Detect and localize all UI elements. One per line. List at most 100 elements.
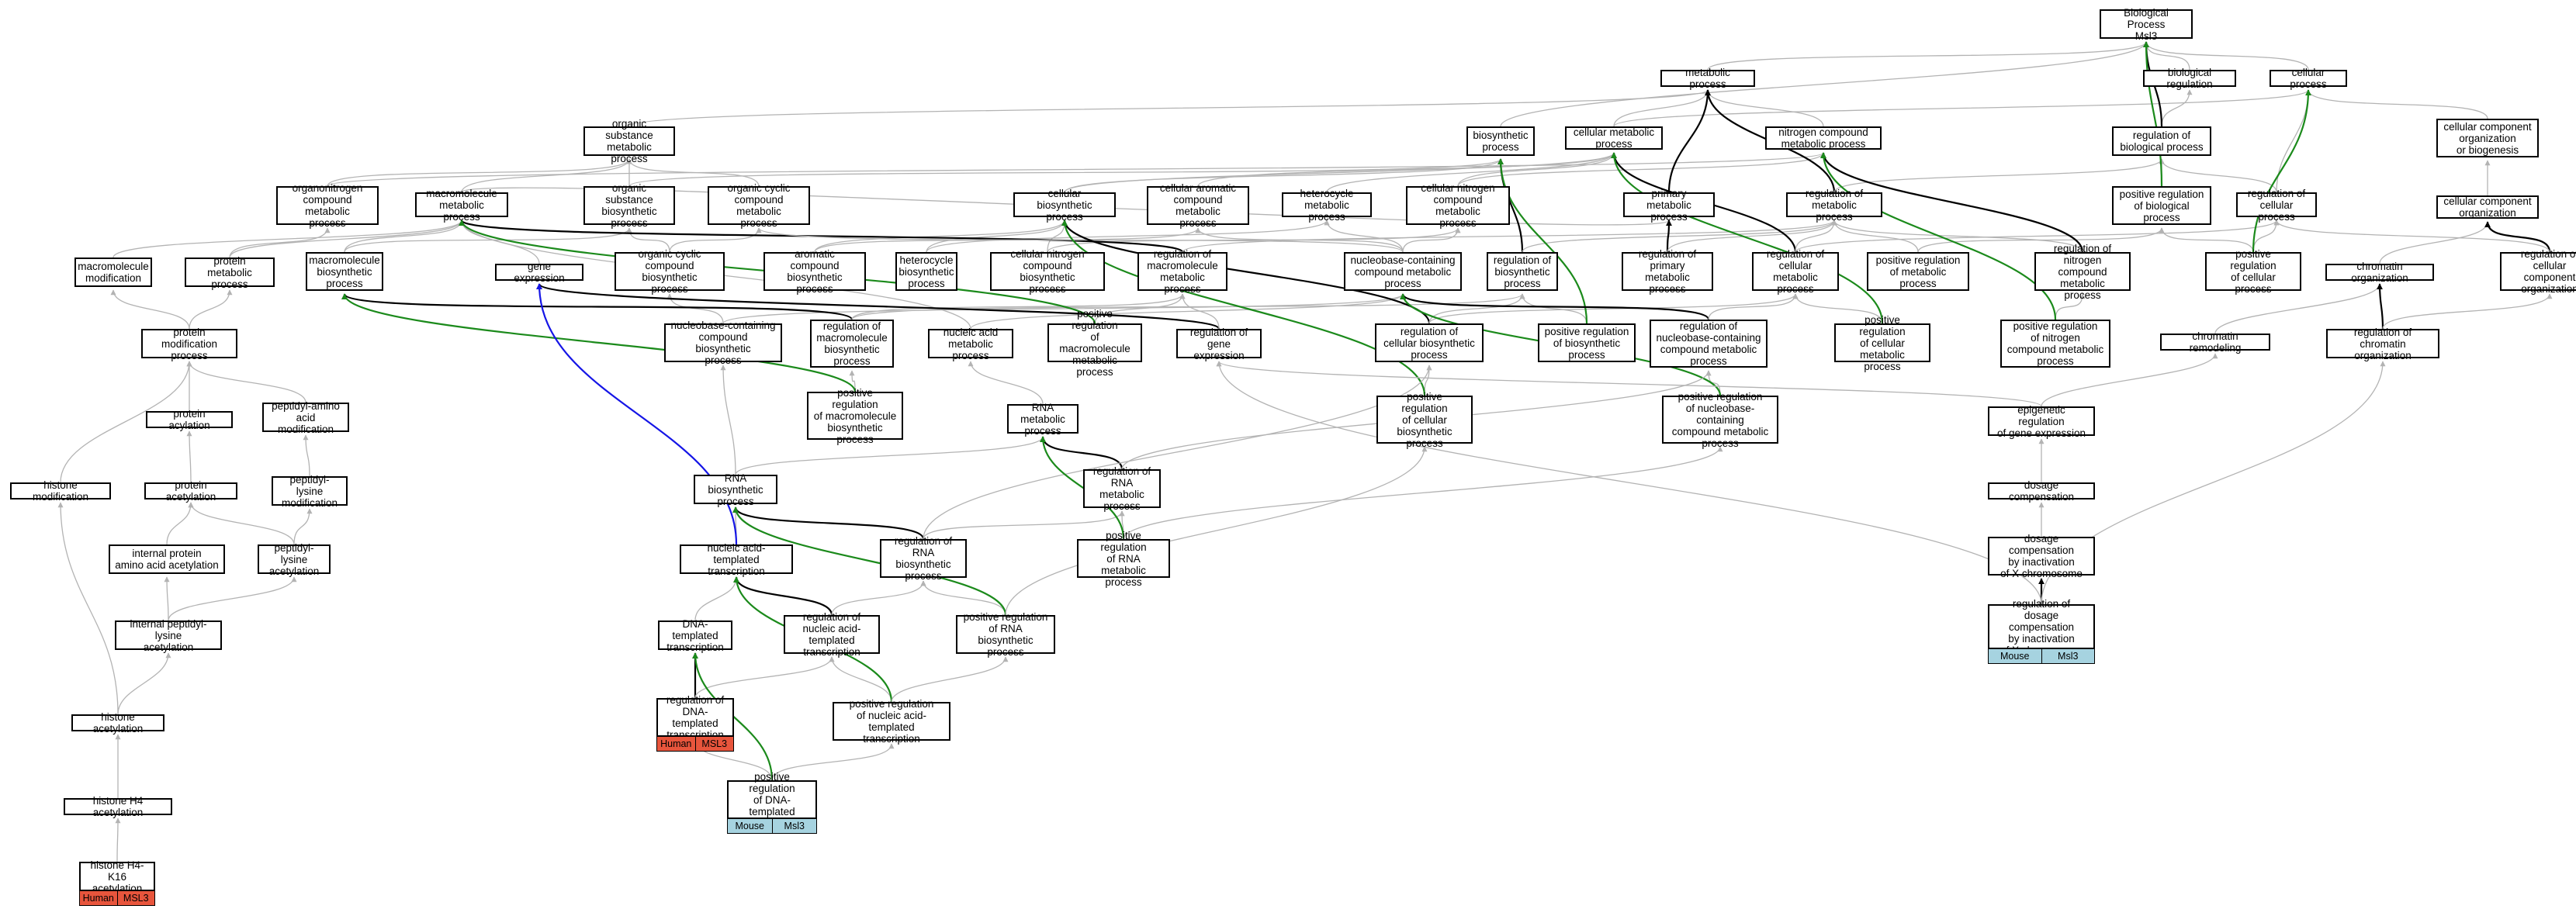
node-chromatin-remodeling[interactable]: chromatin remodeling [2160, 330, 2270, 354]
node-pos-reg-metabolic[interactable]: positive regulation of metabolic process [1867, 252, 1969, 291]
node-peptidyl-lysine-modification[interactable]: peptidyl-lysine modification [272, 474, 348, 509]
node-pos-reg-nitrogen-metabolic[interactable]: positive regulation of nitrogen compound… [2000, 320, 2110, 368]
edge-reg-nucleic-acid-templated-to-nucleic-acid-templated-transcription [733, 576, 833, 616]
node-organic-cyclic-biosynthetic[interactable]: organic cyclic compound biosynthetic pro… [615, 248, 725, 295]
node-reg-nucleobase-metabolic[interactable]: regulation of nucleobase-containing comp… [1650, 320, 1768, 368]
annotation-gene: Msl3 [771, 819, 817, 833]
node-internal-peptidyl-lysine-acetylation[interactable]: internal peptidyl-lysine acetylation [115, 618, 222, 653]
node-pos-reg-cellular[interactable]: positive regulation of cellular process [2205, 248, 2301, 295]
edge-reg-cellular-metabolic-to-regulation-of-cellular-process [1795, 219, 2280, 253]
node-reg-rna-biosynthetic[interactable]: regulation of RNA biosynthetic process [880, 535, 967, 582]
edge-pos-reg-nucleic-acid-templated-to-reg-nucleic-acid-templated [829, 656, 892, 703]
node-reg-chromatin-organization[interactable]: regulation of chromatin organization [2326, 327, 2439, 361]
node-protein-acetylation[interactable]: protein acetylation [144, 479, 237, 503]
node-reg-gene-expression[interactable]: regulation of gene expression [1176, 327, 1262, 361]
node-reg-cellular-biosynthetic[interactable]: regulation of cellular biosynthetic proc… [1375, 323, 1484, 362]
node-nucleic-acid-templated-transcription[interactable]: nucleic acid-templated transcription [680, 542, 793, 577]
node-reg-nucleic-acid-templated[interactable]: regulation of nucleic acid-templated tra… [784, 611, 880, 658]
node-chromatin-organization[interactable]: chromatin organization [2325, 261, 2434, 284]
node-regulation-of-biological[interactable]: regulation of biological process [2112, 126, 2211, 156]
edge-reg-cellular-biosynthetic-to-reg-biosynthetic [1428, 293, 1525, 324]
node-protein-acylation[interactable]: protein acylation [146, 408, 233, 431]
node-organic-substance-biosynthetic[interactable]: organic substance biosynthetic process [583, 182, 675, 229]
edge-macromolecule-biosynthetic-to-organic-substance-biosynthetic [344, 227, 632, 253]
node-regulation-of-cellular-process[interactable]: regulation of cellular process [2236, 188, 2317, 223]
node-nucleobase-biosynthetic[interactable]: nucleobase-containing compound biosynthe… [664, 320, 782, 366]
node-cellular-biosynthetic[interactable]: cellular biosynthetic process [1013, 188, 1116, 223]
node-cellular-aromatic[interactable]: cellular aromatic compound metabolic pro… [1147, 182, 1249, 229]
node-nucleobase-metabolic[interactable]: nucleobase-containing compound metabolic… [1344, 252, 1462, 291]
node-dna-templated-transcription[interactable]: DNA-templated transcription [658, 618, 732, 653]
node-regulation-of-metabolic[interactable]: regulation of metabolic process [1786, 188, 1882, 223]
node-reg-macromolecule-metabolic[interactable]: regulation of macromolecule metabolic pr… [1137, 248, 1227, 295]
node-reg-rna-metabolic[interactable]: regulation of RNA metabolic process [1083, 465, 1161, 512]
node-histone-h4k16-acetylation[interactable]: histone H4-K16 acetylation [79, 859, 155, 894]
edge-cellular-nitrogen-biosynthetic-to-cellular-biosynthetic [1047, 219, 1068, 253]
node-organonitrogen[interactable]: organonitrogen compound metabolic proces… [276, 182, 379, 229]
node-organic-cyclic-metabolic[interactable]: organic cyclic compound metabolic proces… [708, 182, 810, 229]
node-metabolic-process[interactable]: metabolic process [1660, 67, 1755, 90]
node-primary-metabolic[interactable]: primary metabolic process [1623, 188, 1715, 223]
node-rna-biosynthetic[interactable]: RNA biosynthetic process [694, 472, 777, 507]
node-reg-dosage-compensation[interactable]: regulation of dosage compensation by ina… [1988, 598, 2095, 656]
node-cc-organization[interactable]: cellular component organization [2436, 195, 2539, 219]
node-pos-reg-nucleobase-metabolic[interactable]: positive regulation of nucleobase-contai… [1662, 391, 1778, 449]
node-reg-primary-metabolic[interactable]: regulation of primary metabolic process [1622, 248, 1713, 295]
node-gene-expression[interactable]: gene expression [495, 261, 583, 284]
annotation-species: Mouse [2000, 651, 2030, 662]
node-cellular-metabolic[interactable]: cellular metabolic process [1565, 126, 1663, 150]
node-reg-cc-organization[interactable]: regulation of cellular component organiz… [2500, 248, 2576, 295]
node-biosynthetic[interactable]: biosynthetic process [1466, 126, 1535, 156]
edge-cc-org-or-biogenesis-to-cellular-process [2305, 89, 2488, 119]
node-heterocycle-metabolic[interactable]: heterocycle metabolic process [1282, 188, 1372, 223]
node-cc-org-or-biogenesis[interactable]: cellular component organization or bioge… [2436, 119, 2539, 157]
node-reg-biosynthetic[interactable]: regulation of biosynthetic process [1487, 252, 1558, 291]
node-pos-reg-macromolecule-biosynthetic[interactable]: positive regulation of macromolecule bio… [807, 387, 903, 445]
edge-cellular-process-to-bp [2143, 41, 2309, 71]
node-dosage-compensation-inactivation[interactable]: dosage compensation by inactivation of X… [1988, 533, 2095, 579]
node-nucleic-acid-metabolic[interactable]: nucleic acid metabolic process [928, 327, 1013, 361]
node-macromolecule-biosynthetic[interactable]: macromolecule biosynthetic process [306, 252, 383, 291]
node-protein-modification[interactable]: protein modification process [141, 327, 237, 361]
node-macromolecule-metabolic[interactable]: macromolecule metabolic process [415, 188, 508, 223]
node-aromatic-biosynthetic[interactable]: aromatic compound biosynthetic process [763, 248, 866, 295]
node-cellular-process[interactable]: cellular process [2270, 67, 2347, 90]
node-pos-reg-cellular-metabolic[interactable]: positive regulation of cellular metaboli… [1834, 314, 1930, 372]
node-pos-reg-rna-metabolic[interactable]: positive regulation of RNA metabolic pro… [1077, 530, 1170, 588]
node-histone-modification[interactable]: histone modification [10, 479, 111, 503]
node-reg-macromolecule-biosynthetic[interactable]: regulation of macromolecule biosynthetic… [810, 320, 894, 368]
node-biological-regulation[interactable]: biological regulation [2143, 67, 2236, 90]
node-pos-reg-cellular-biosynthetic[interactable]: positive regulation of cellular biosynth… [1376, 391, 1473, 449]
node-protein-metabolic[interactable]: protein metabolic process [185, 255, 275, 290]
node-histone-h4-acetylation[interactable]: histone H4 acetylation [64, 795, 172, 818]
node-reg-cellular-metabolic[interactable]: regulation of cellular metabolic process [1752, 248, 1839, 295]
node-pos-reg-biological[interactable]: positive regulation of biological proces… [2112, 186, 2211, 225]
node-peptidyl-lysine-acetylation[interactable]: peptidyl-lysine acetylation [258, 542, 331, 577]
node-internal-protein-acetylation[interactable]: internal protein amino acid acetylation [109, 544, 225, 574]
node-cellular-nitrogen-metabolic[interactable]: cellular nitrogen compound metabolic pro… [1406, 182, 1510, 229]
node-pos-reg-rna-biosynthetic[interactable]: positive regulation of RNA biosynthetic … [956, 611, 1055, 658]
node-peptidyl-amino-acid-modification[interactable]: peptidyl-amino acid modification [262, 400, 349, 435]
node-pos-reg-dna-templated[interactable]: positive regulation of DNA-templated tra… [727, 771, 817, 829]
node-heterocycle-biosynthetic[interactable]: heterocycle biosynthetic process [895, 252, 957, 291]
node-organic-substance-metabolic[interactable]: organic substance metabolic process [583, 118, 675, 164]
node-pos-reg-biosynthetic[interactable]: positive regulation of biosynthetic proc… [1538, 323, 1636, 362]
edge-organic-substance-biosynthetic-to-biosynthetic [628, 158, 1504, 187]
node-histone-acetylation[interactable]: histone acetylation [71, 711, 164, 735]
edge-reg-primary-metabolic-to-primary-metabolic [1665, 219, 1672, 253]
node-bp[interactable]: Biological Process Msl3 [2100, 7, 2193, 42]
node-rna-metabolic[interactable]: RNA metabolic process [1007, 402, 1079, 437]
node-pos-reg-macromolecule-metabolic[interactable]: positive regulation of macromolecule met… [1047, 308, 1142, 378]
node-dosage-compensation[interactable]: dosage compensation [1988, 479, 2095, 503]
node-reg-dna-templated[interactable]: regulation of DNA-templated transcriptio… [656, 694, 734, 741]
node-pos-reg-nucleic-acid-templated[interactable]: positive regulation of nucleic acid-temp… [833, 698, 950, 745]
edge-nucleobase-metabolic-to-organic-cyclic-metabolic [756, 227, 1404, 253]
edge-reg-macromolecule-biosynthetic-to-reg-biosynthetic [851, 293, 1525, 320]
node-epigenetic-regulation[interactable]: epigenetic regulation of gene expression [1988, 404, 2095, 439]
node-cellular-nitrogen-biosynthetic[interactable]: cellular nitrogen compound biosynthetic … [990, 248, 1105, 295]
node-macromolecule-modification[interactable]: macromolecule modification [74, 258, 152, 287]
node-nitrogen-compound-metabolic[interactable]: nitrogen compound metabolic process [1765, 126, 1882, 150]
node-reg-nitrogen-metabolic[interactable]: regulation of nitrogen compound metaboli… [2034, 243, 2131, 301]
edge-reg-cc-organization-to-cc-organization [2484, 221, 2551, 253]
edge-reg-nucleobase-metabolic-to-reg-cellular-metabolic [1708, 293, 1799, 320]
